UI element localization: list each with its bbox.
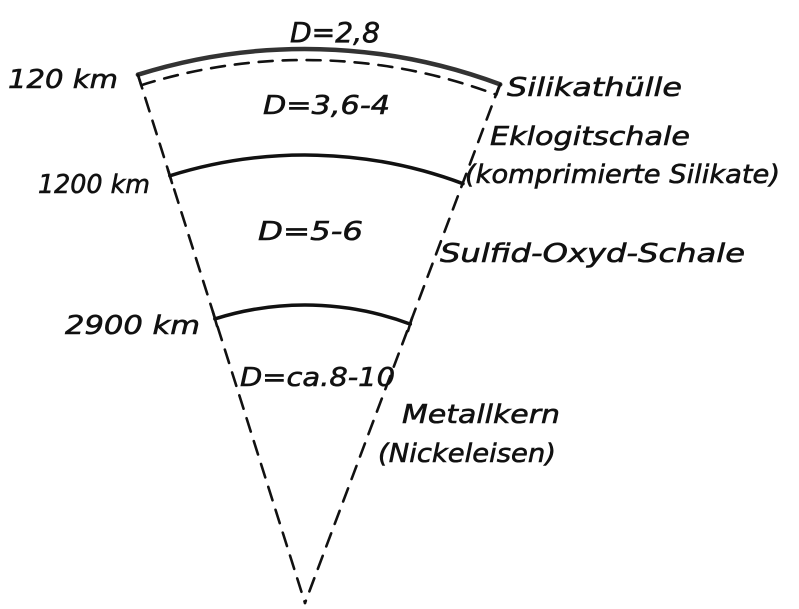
nickeleisen-label: (Nickeleisen) <box>378 439 556 469</box>
komprimierte-silikate-label: (komprimierte Silikate) <box>465 160 780 190</box>
depth-120km-label: 120 km <box>8 65 118 95</box>
metallkern-label: Metallkern <box>402 400 560 430</box>
core-density-label: D=ca.8-10 <box>240 363 395 393</box>
silikathuelle-label: Silikathülle <box>507 73 682 103</box>
depth-2900km-label: 2900 km <box>65 311 200 341</box>
eklogitschale-label: Eklogitschale <box>490 122 690 152</box>
depth-1200km-label: 1200 km <box>38 170 150 200</box>
layer3-density-label: D=5-6 <box>258 217 363 247</box>
surface-left-tick <box>138 75 141 86</box>
layer2-density-label: D=3,6-4 <box>263 91 390 121</box>
surface-density-label: D=2,8 <box>290 16 380 49</box>
boundary-1200km-arc <box>170 155 463 184</box>
sulfid-oxyd-schale-label: Sulfid-Oxyd-Schale <box>440 239 745 269</box>
surface-arc <box>138 49 500 84</box>
surface-right-tick <box>496 84 500 94</box>
boundary-2900km-arc <box>215 305 410 324</box>
